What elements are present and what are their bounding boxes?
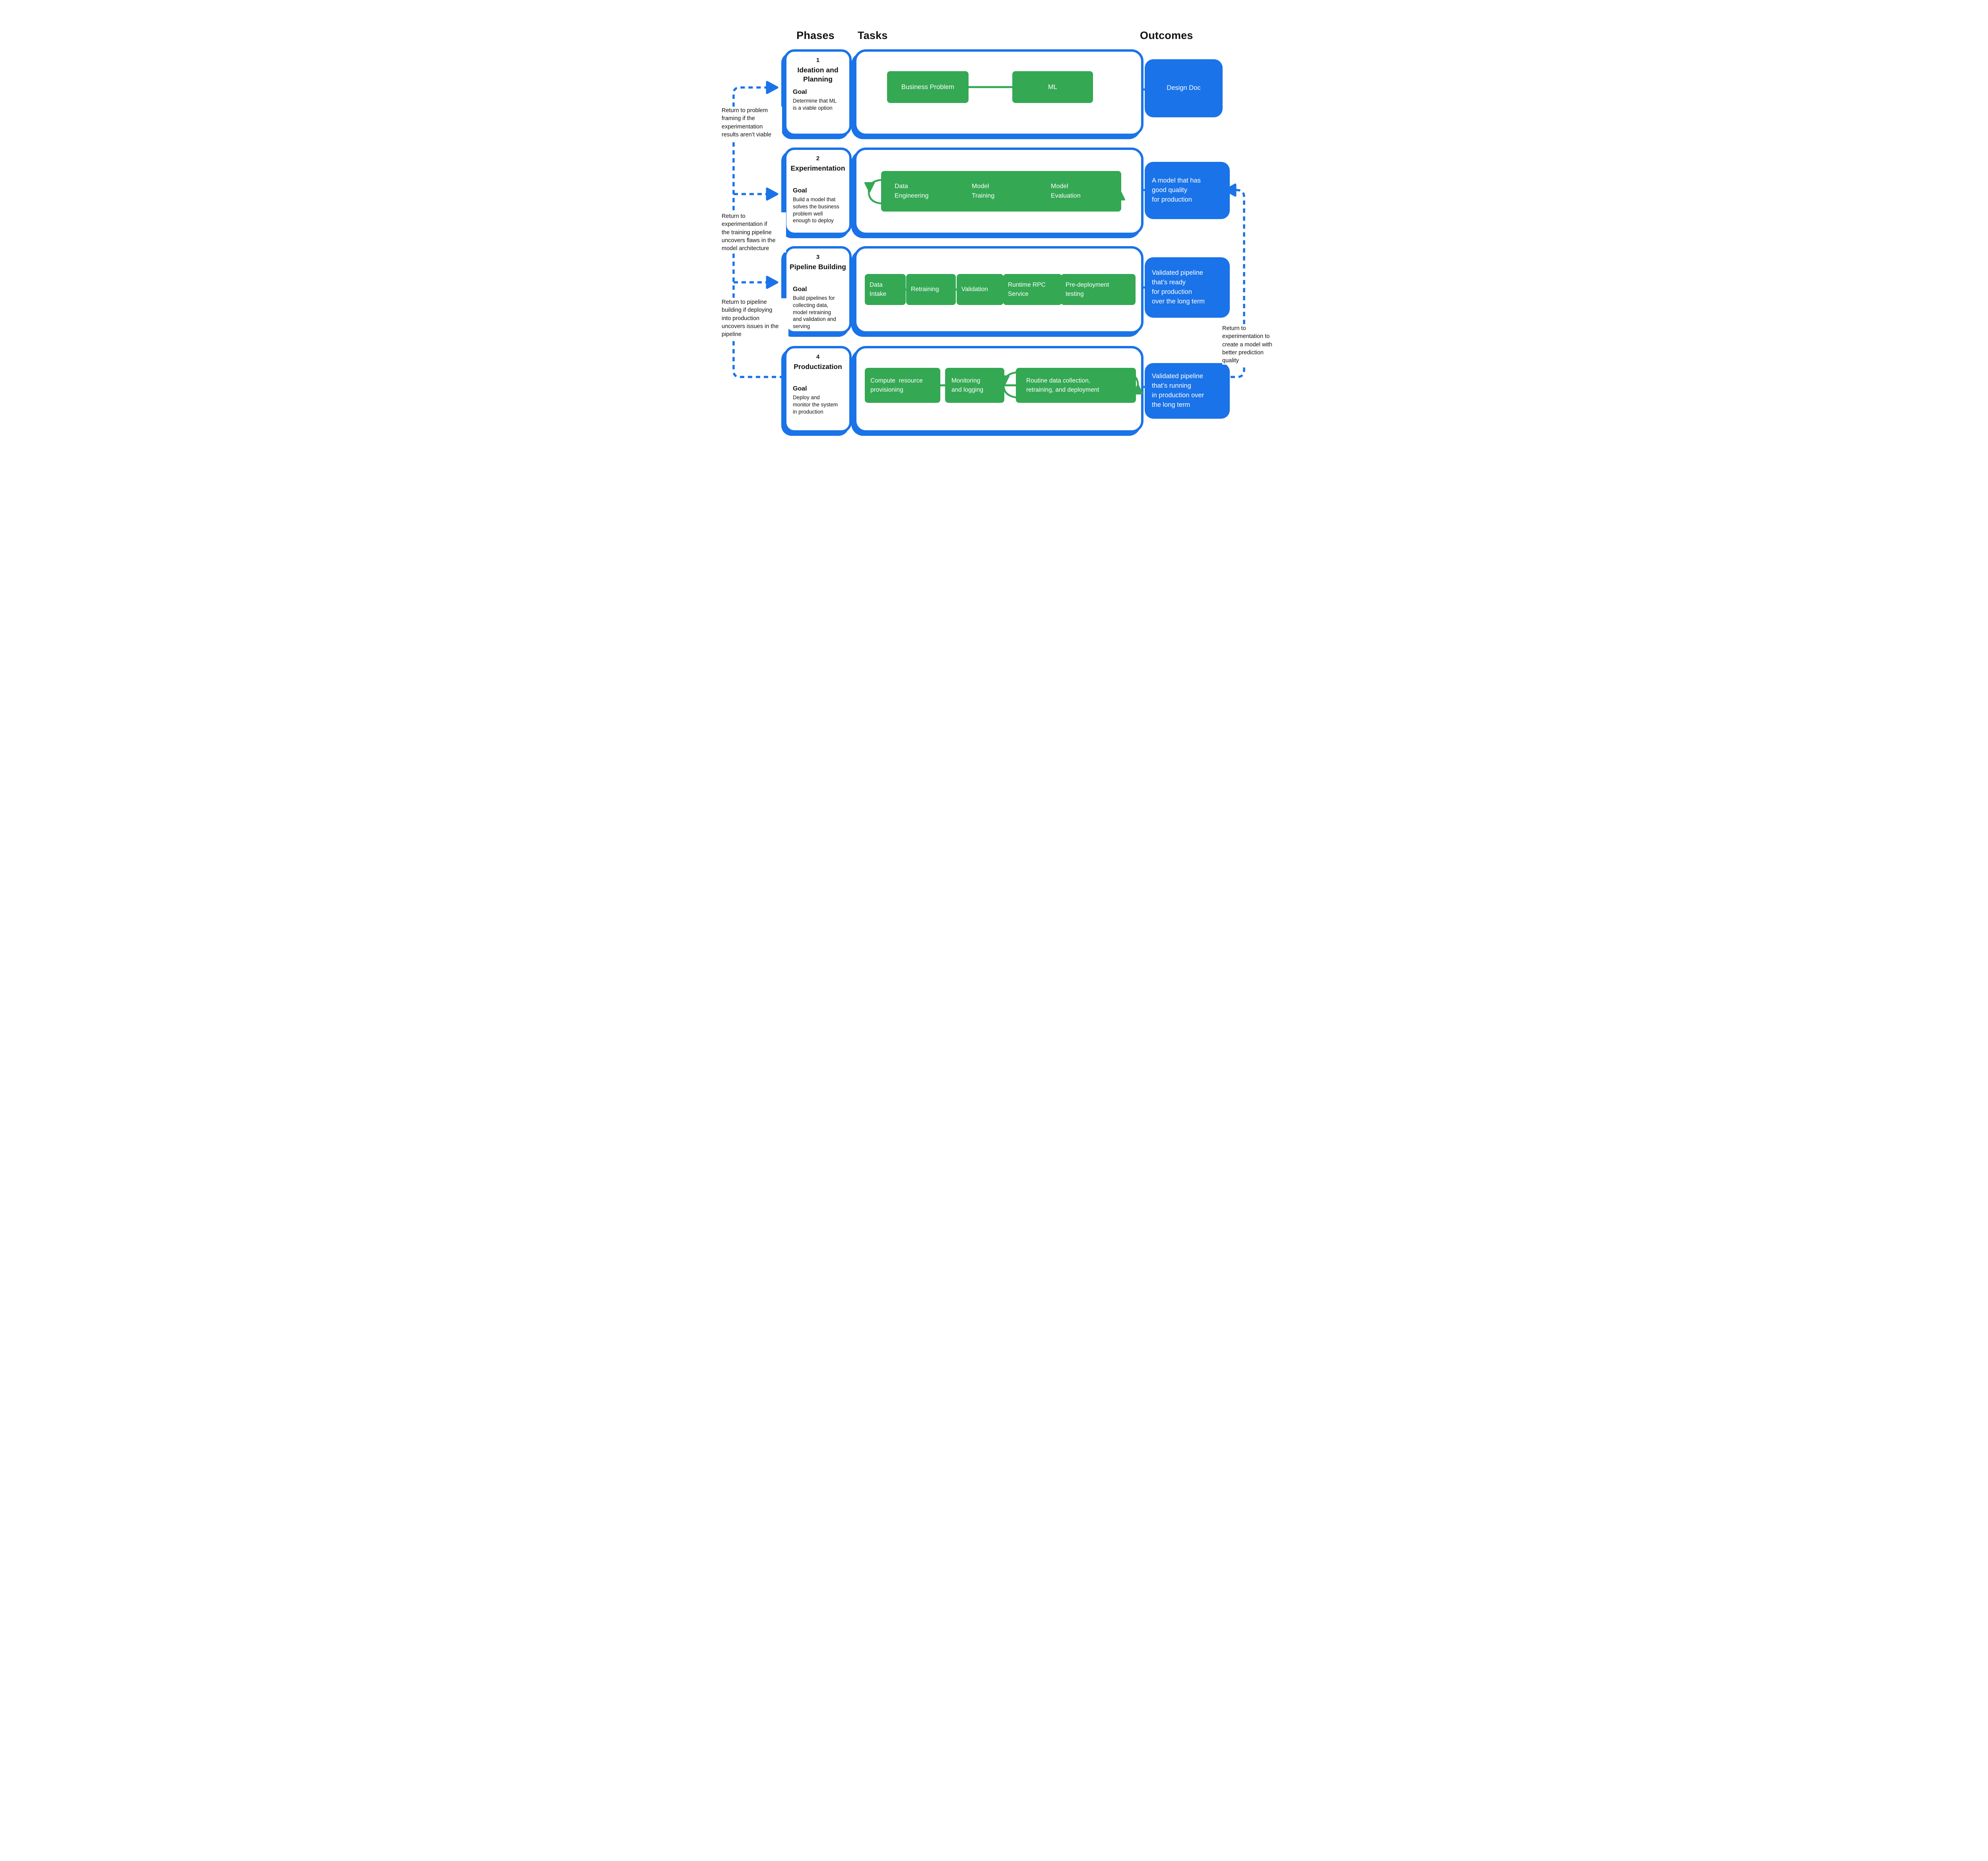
outcome-card-design-doc: Design Doc	[1145, 59, 1223, 117]
task-box-business-problem: Business Problem	[887, 71, 969, 103]
goal-text: Build pipelines for collecting data, mod…	[793, 295, 836, 330]
task-box-routine-data-collection: Routine data collection, retraining, and…	[1016, 368, 1136, 403]
task-box-monitoring-and-logging: Monitoring and logging	[945, 368, 1004, 403]
task-box-data-engineering: Data Engineering	[881, 171, 963, 212]
task-box-data-intake: Data Intake	[865, 274, 906, 305]
task-box-ml: ML	[1012, 71, 1093, 103]
phase-number: 1	[816, 57, 820, 64]
goal-text: Determine that ML is a viable option	[793, 97, 837, 111]
phase-card-pipeline-building: 3 Pipeline Building Goal Build pipelines…	[784, 246, 852, 334]
tasks-column-header: Tasks	[858, 29, 888, 41]
goal-label: Goal	[793, 286, 807, 293]
task-box-model-evaluation: Model Evaluation	[1037, 171, 1121, 212]
phase-number: 2	[816, 155, 820, 162]
goal-text: Build a model that solves the business p…	[793, 196, 839, 224]
arrow-right-icon	[766, 81, 779, 94]
phases-column-header: Phases	[796, 29, 835, 41]
goal-text: Deploy and monitor the system in product…	[793, 394, 838, 415]
arrow-right-icon	[766, 276, 779, 289]
phase-title: Experimentation	[790, 164, 845, 172]
tasks-to-outcome-connectors	[1137, 88, 1146, 388]
phase-card-productization: 4 Productization Goal Deploy and monitor…	[784, 346, 852, 433]
task-box-runtime-rpc-service: Runtime RPC Service	[1003, 274, 1062, 305]
return-note-pipeline-building: Return to pipeline building if deploying…	[722, 298, 788, 339]
goal-label: Goal	[793, 385, 807, 392]
task-box-model-training: Model Training	[958, 171, 1042, 212]
task-box-validation: Validation	[957, 274, 1004, 305]
phase-card-experimentation: 2 Experimentation Goal Build a model tha…	[784, 148, 852, 235]
return-note-problem-framing: Return to problem framing if the experim…	[722, 107, 782, 139]
phase-title: Productization	[794, 363, 842, 371]
goal-label: Goal	[793, 88, 807, 95]
task-box-retraining: Retraining	[906, 274, 956, 305]
outcome-card-validated-pipeline-ready: Validated pipeline that’s ready for prod…	[1145, 257, 1230, 318]
mlops-phases-diagram: Phases Tasks Outcomes 1 Ideation and Pla…	[712, 0, 1276, 465]
outcome-card-validated-pipeline-running: Validated pipeline that’s running in pro…	[1145, 363, 1230, 419]
phase-title: Ideation and Planning	[797, 66, 839, 83]
return-note-better-prediction: Return to experimentation to create a mo…	[1222, 324, 1276, 365]
arrow-right-icon	[766, 187, 779, 201]
task-box-compute-resource-provisioning: Compute resource provisioning	[865, 368, 940, 403]
return-note-experimentation: Return to experimentation if the trainin…	[722, 212, 786, 253]
phase-card-ideation-planning: 1 Ideation and Planning Goal Determine t…	[784, 49, 852, 136]
outcome-card-model-good-quality: A model that has good quality for produc…	[1145, 162, 1230, 219]
goal-label: Goal	[793, 187, 807, 194]
task-box-pre-deployment-testing: Pre-deployment testing	[1061, 274, 1136, 305]
phase-title: Pipeline Building	[790, 263, 846, 271]
phase-number: 4	[816, 354, 820, 360]
phase-number: 3	[816, 254, 820, 260]
outcomes-column-header: Outcomes	[1140, 29, 1193, 41]
